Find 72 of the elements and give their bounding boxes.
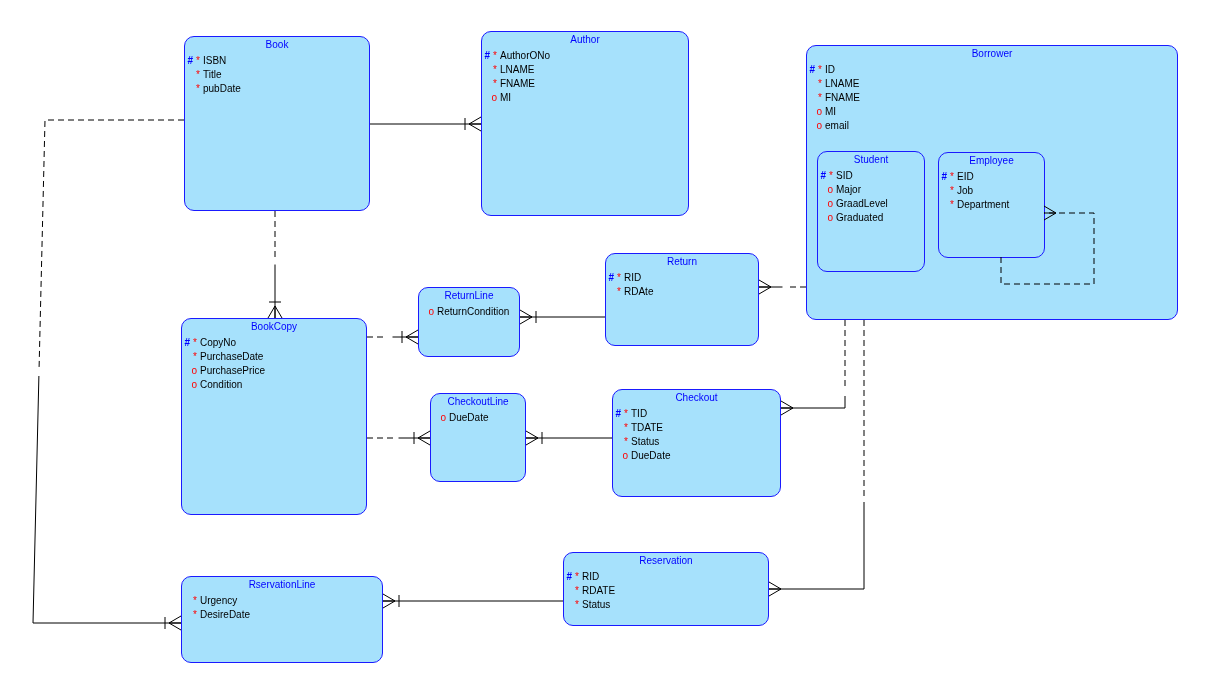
- attribute-row-text: o email: [815, 119, 850, 133]
- entity-name: Checkout: [674, 391, 719, 405]
- attribute-row-text: * TDATE: [623, 421, 665, 435]
- entity-box: [430, 393, 526, 482]
- relationship-line: [525, 430, 613, 446]
- attribute-row-text: o MI: [490, 91, 513, 105]
- relationship-line: [780, 319, 846, 416]
- entity-name: BookCopy: [249, 320, 299, 334]
- attribute-row-text: # * EID: [940, 170, 975, 184]
- entity-name: RservationLine: [247, 578, 317, 592]
- attribute-row-text: * pubDate: [195, 82, 241, 96]
- attribute-row-text: * RDATE: [574, 584, 616, 598]
- attribute-row-text: # * ISBN: [186, 54, 228, 68]
- relationship-line: [1000, 205, 1095, 285]
- entity-box: [806, 45, 1178, 320]
- attribute-row-text: * Title: [195, 68, 223, 82]
- attribute-row-text: o MI: [815, 105, 838, 119]
- entity-box: [817, 151, 925, 272]
- attribute-row-text: o Major: [826, 183, 862, 197]
- attribute-row-text: # * TID: [614, 407, 649, 421]
- attribute-row-text: o PurchasePrice: [190, 364, 266, 378]
- entity-name: Reservation: [638, 554, 694, 568]
- attribute-row-text: * LNAME: [492, 63, 536, 77]
- attribute-row-text: o DueDate: [439, 411, 489, 425]
- attribute-row-text: * FNAME: [817, 91, 860, 105]
- attribute-row-text: * Urgency: [192, 594, 239, 608]
- relationship-line: [267, 210, 283, 319]
- entity-box: [418, 287, 520, 357]
- relationship-line: [366, 329, 419, 345]
- relationship-line: [366, 430, 431, 446]
- relationship-line: [382, 593, 564, 609]
- attribute-row-text: o Graduated: [826, 211, 885, 225]
- attribute-row-text: o GraadLevel: [826, 197, 888, 211]
- attribute-row-text: * FNAME: [492, 77, 536, 91]
- entity-name: CheckoutLine: [446, 395, 510, 409]
- entity-box: [605, 253, 759, 346]
- entity-name: Employee: [968, 154, 1015, 168]
- attribute-row: # * AuthorONo: [483, 49, 551, 63]
- entity-name: ReturnLine: [443, 289, 495, 303]
- entity-box: [181, 318, 367, 515]
- attribute-row-text: * LNAME: [817, 77, 860, 91]
- entity-name: Borrower: [970, 47, 1014, 61]
- relationship-line: [369, 116, 482, 132]
- relationship-line: [758, 279, 807, 295]
- relationship-line: [768, 319, 865, 597]
- entity-box: [184, 36, 370, 211]
- entity-box: [181, 576, 383, 663]
- attribute-row-text: * RDAte: [616, 285, 654, 299]
- attribute-row-text: # * ID: [808, 63, 836, 77]
- entity-name: Student: [852, 153, 890, 167]
- entity-box: [938, 152, 1045, 258]
- attribute-row-text: o ReturnCondition: [427, 305, 510, 319]
- attribute-row-text: * Department: [949, 198, 1010, 212]
- relationship-line: [32, 119, 185, 631]
- attribute-row-text: * DesireDate: [192, 608, 251, 622]
- attribute-row-text: # * RID: [565, 570, 601, 584]
- attribute-row-text: o DueDate: [621, 449, 671, 463]
- entity-name: Author: [569, 33, 601, 47]
- attribute-row-text: o Condition: [190, 378, 244, 392]
- attribute-row-text: # * CopyNo: [183, 336, 238, 350]
- attribute-row-text: * Status: [574, 598, 612, 612]
- entity-box: [612, 389, 781, 497]
- attribute-row-text: * PurchaseDate: [192, 350, 265, 364]
- attribute-row-text: # * RID: [607, 271, 643, 285]
- entity-name: Return: [666, 255, 698, 269]
- entity-box: [481, 31, 689, 216]
- entity-name: Book: [264, 38, 290, 52]
- attribute-row-text: * Job: [949, 184, 975, 198]
- attribute-row-text: # * SID: [819, 169, 854, 183]
- entity-box: [563, 552, 769, 626]
- attribute-row-text: * Status: [623, 435, 661, 449]
- relationship-line: [519, 309, 606, 325]
